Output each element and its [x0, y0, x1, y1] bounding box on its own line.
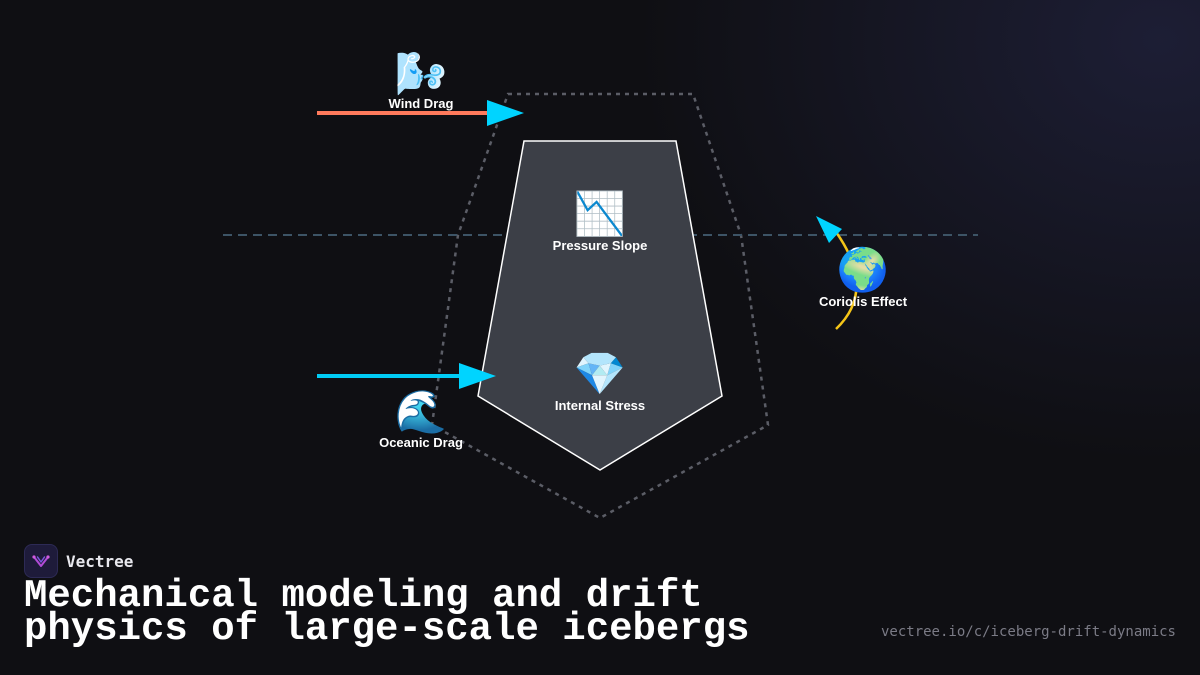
- source-url: vectree.io/c/iceberg-drift-dynamics: [880, 624, 1176, 640]
- wind-drag-label: Wind Drag: [389, 96, 454, 111]
- internal-stress-label: Internal Stress: [555, 398, 645, 413]
- globe-europe-africa-icon: 🌍: [837, 245, 889, 294]
- brand: Vectree: [24, 544, 133, 578]
- coriolis-arrowhead: [816, 216, 842, 243]
- page-title: Mechanical modeling and drift physics of…: [24, 574, 750, 651]
- coriolis-effect-label: Coriolis Effect: [819, 294, 908, 309]
- oceanic-drag-arrowhead: [459, 363, 496, 389]
- wind-blowing-face-icon: 🌬️: [395, 49, 447, 98]
- iceberg-body: [477, 140, 723, 471]
- iceberg-outer-envelope: [430, 92, 770, 520]
- vectree-logo-icon: [24, 544, 58, 578]
- brand-name: Vectree: [66, 551, 134, 571]
- chart-decreasing-icon: 📉: [574, 189, 626, 238]
- water-wave-icon: 🌊: [395, 387, 447, 436]
- wind-drag-arrowhead: [487, 100, 524, 126]
- pressure-slope-label: Pressure Slope: [553, 238, 648, 253]
- oceanic-drag-label: Oceanic Drag: [379, 435, 463, 450]
- gem-stone-icon: 💎: [574, 349, 626, 398]
- coriolis-arc: [834, 231, 858, 330]
